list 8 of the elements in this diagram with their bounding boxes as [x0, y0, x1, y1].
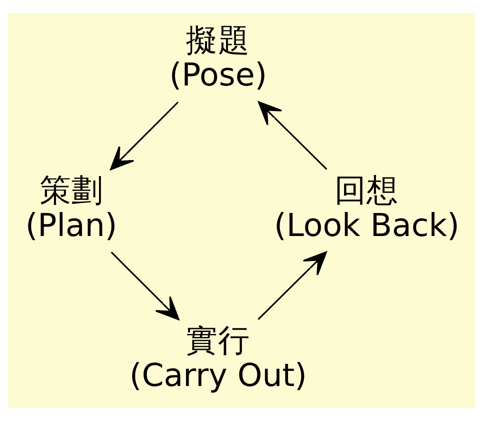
arrow [110, 252, 180, 320]
node-text: 擬題 (Pose) [169, 22, 268, 94]
node-text: 策劃 (Plan) [25, 173, 118, 244]
arrow [258, 251, 327, 320]
node-text: 實行 (Carry Out) [129, 323, 307, 394]
arrow [258, 101, 328, 170]
arrow [110, 102, 179, 170]
node-text: 回想 (Look Back) [274, 173, 460, 244]
